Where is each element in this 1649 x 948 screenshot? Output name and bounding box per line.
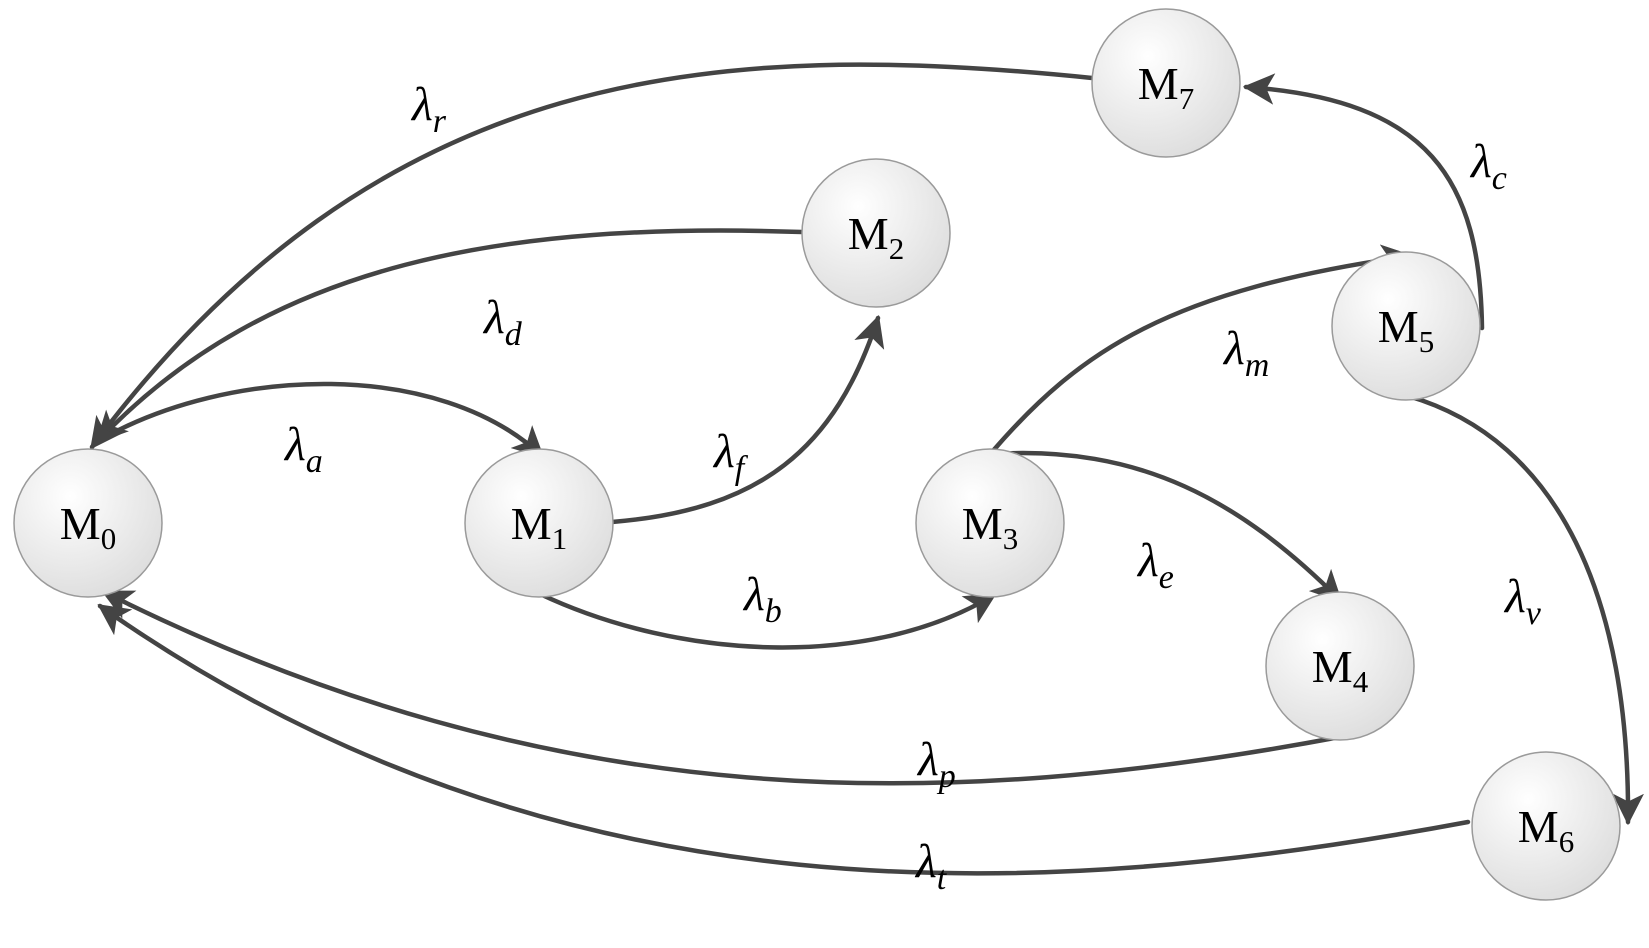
nodes: M0 M1 M2 M3 M4 bbox=[13, 8, 1621, 901]
state-label: M7 bbox=[1138, 58, 1194, 116]
label-lambda-e: λe bbox=[1136, 534, 1174, 596]
label-lambda-b: λb bbox=[742, 568, 782, 630]
state-circle bbox=[1265, 591, 1415, 741]
label-lambda-m: λm bbox=[1222, 322, 1269, 384]
state-circle bbox=[464, 448, 614, 598]
edge-m5-m6 bbox=[1405, 393, 1644, 826]
state-circle bbox=[1471, 751, 1621, 901]
state-node-m5: M5 bbox=[1331, 251, 1481, 401]
edges bbox=[89, 62, 1644, 876]
state-label: M4 bbox=[1312, 641, 1369, 699]
edge-m5-m7 bbox=[1242, 73, 1485, 331]
state-label: M3 bbox=[962, 498, 1018, 556]
edge-m4-m0 bbox=[101, 589, 1343, 786]
state-circle bbox=[801, 158, 951, 308]
label-lambda-p: λp bbox=[916, 733, 956, 795]
state-node-m7: M7 bbox=[1091, 8, 1241, 158]
edge-m3-m4 bbox=[989, 450, 1343, 603]
state-label: M0 bbox=[60, 498, 116, 556]
label-lambda-a: λa bbox=[283, 418, 323, 480]
label-lambda-v: λv bbox=[1503, 570, 1542, 632]
edge-m2-m0 bbox=[95, 228, 805, 444]
label-lambda-f: λf bbox=[712, 425, 749, 487]
label-lambda-r: λr bbox=[410, 78, 447, 140]
state-circle bbox=[1091, 8, 1241, 158]
state-label: M2 bbox=[848, 208, 904, 266]
edge-m0-m1 bbox=[95, 381, 545, 459]
state-node-m0: M0 bbox=[13, 448, 163, 598]
edge-m6-m0 bbox=[97, 603, 1471, 876]
state-node-m1: M1 bbox=[464, 448, 614, 598]
label-lambda-c: λc bbox=[1469, 135, 1507, 197]
edge-m3-m5 bbox=[989, 244, 1414, 455]
state-label: M6 bbox=[1518, 801, 1574, 859]
state-label: M5 bbox=[1378, 301, 1434, 359]
edge-m7-m0 bbox=[89, 62, 1095, 450]
label-lambda-t: λt bbox=[914, 835, 948, 897]
edge-m1-m2 bbox=[609, 315, 885, 525]
state-node-m3: M3 bbox=[915, 448, 1065, 598]
edge-labels: λa λb λf λd λr λm λe λc λv λp λt bbox=[283, 78, 1542, 897]
state-label: M1 bbox=[511, 498, 567, 556]
label-lambda-d: λd bbox=[482, 291, 523, 353]
state-node-m4: M4 bbox=[1265, 591, 1415, 741]
state-node-m6: M6 bbox=[1471, 751, 1621, 901]
edge-m1-m3 bbox=[537, 591, 997, 650]
state-circle bbox=[1331, 251, 1481, 401]
state-circle bbox=[13, 448, 163, 598]
state-node-m2: M2 bbox=[801, 158, 951, 308]
state-circle bbox=[915, 448, 1065, 598]
